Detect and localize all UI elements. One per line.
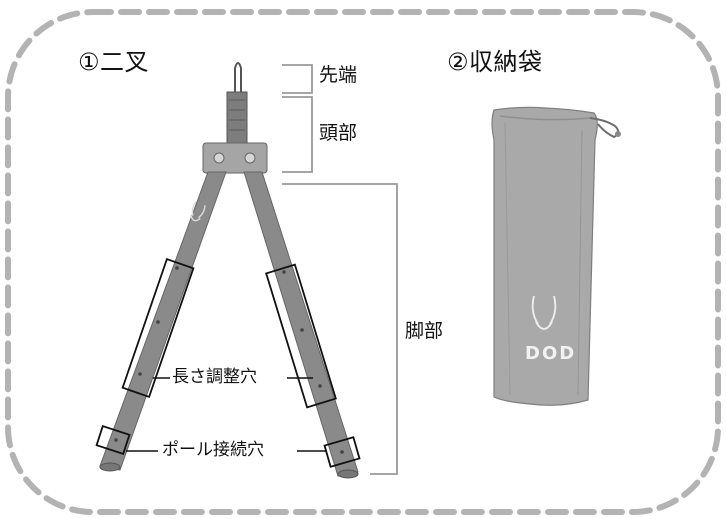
head-label: 頭部 — [319, 122, 358, 144]
rabbit-logo-icon — [190, 201, 206, 222]
bag-body — [491, 106, 598, 406]
bag-title: ②収納袋 — [447, 48, 543, 76]
storage-bag-illustration — [491, 106, 621, 406]
tripod-tip — [234, 62, 242, 95]
dashed-frame — [5, 9, 721, 515]
tip-bracket — [282, 64, 313, 94]
length-hole-box-right — [265, 263, 337, 409]
pole-hole-box-right — [323, 436, 361, 468]
tripod-head-plate — [202, 142, 268, 174]
pole-holes-label: ポール接続穴 — [160, 440, 266, 460]
bag-brand-logo: DOD — [525, 343, 577, 364]
head-bracket — [282, 96, 313, 173]
tripod-left-leg — [99, 171, 227, 471]
pole-hole-box-left — [95, 425, 131, 455]
length-holes-label: 長さ調整穴 — [170, 367, 259, 387]
bag-rabbit-logo-icon — [531, 295, 557, 330]
length-hole-box-left — [121, 258, 195, 398]
legs-label: 脚部 — [405, 320, 444, 342]
legs-bracket — [282, 183, 398, 475]
tripod-right-leg — [243, 171, 359, 477]
tripod-title: ①二叉 — [78, 48, 150, 76]
tip-label: 先端 — [319, 64, 358, 86]
